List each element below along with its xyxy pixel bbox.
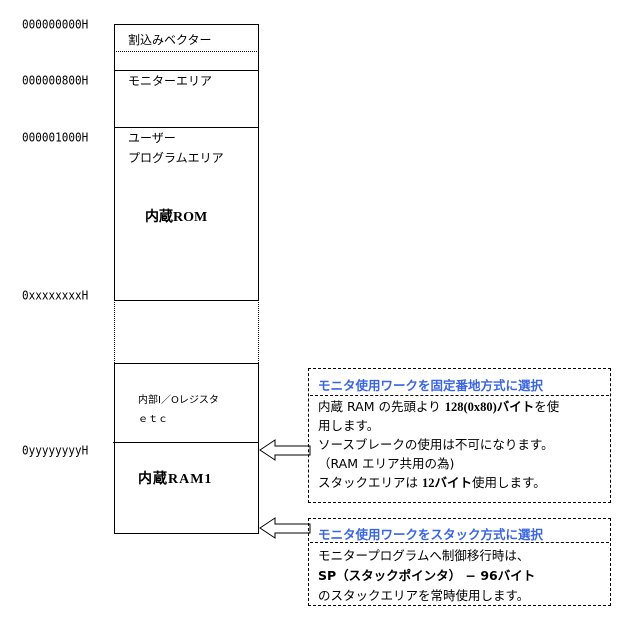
- block-internal-ram: 内蔵RAM1: [138, 472, 213, 487]
- callout-text: ソースブレークの使用は不可になります。: [318, 437, 554, 452]
- block-internal-rom: 内蔵ROM: [145, 210, 208, 225]
- callout-stack-method: [308, 518, 611, 606]
- block-io-register: ｅｔｃ: [138, 414, 168, 425]
- block-interrupt-vector: 割込みベクター: [128, 33, 212, 47]
- block-io-register: 内部I／Oレジスタ: [138, 395, 219, 406]
- callout-title: モニタ使用ワークを固定番地方式に選択: [318, 378, 544, 393]
- address-label: 000000000H: [22, 17, 89, 32]
- divider: [310, 395, 609, 396]
- arrow-icon: [259, 439, 311, 539]
- address-label: 000001000H: [22, 130, 89, 145]
- callout-title: モニタ使用ワークをスタック方式に選択: [318, 527, 544, 542]
- callout-fixed-address: [308, 368, 611, 503]
- address-label: 0xxxxxxxxH: [22, 288, 89, 303]
- block-user-program: ユーザー: [128, 131, 176, 145]
- callout-text: SP（スタックポインタ） − 96バイト: [318, 568, 536, 583]
- callout-text: スタックエリアは 12バイト使用します。: [318, 475, 546, 490]
- callout-text: 内蔵 RAM の先頭より 128(0x80)バイトを使: [318, 399, 560, 414]
- block-user-program: プログラムエリア: [128, 151, 224, 165]
- address-label: 000000800H: [22, 73, 89, 88]
- callout-text: のスタックエリアを常時使用します。: [318, 588, 530, 603]
- divider: [310, 542, 609, 543]
- callout-text: 用します。: [318, 418, 380, 433]
- callout-text: （RAM エリア共用の為): [318, 456, 455, 471]
- block-monitor-area: モニターエリア: [128, 74, 213, 88]
- address-label: 0yyyyyyyyH: [22, 443, 89, 458]
- callout-text: モニタープログラムへ制御移行時は、: [318, 548, 530, 563]
